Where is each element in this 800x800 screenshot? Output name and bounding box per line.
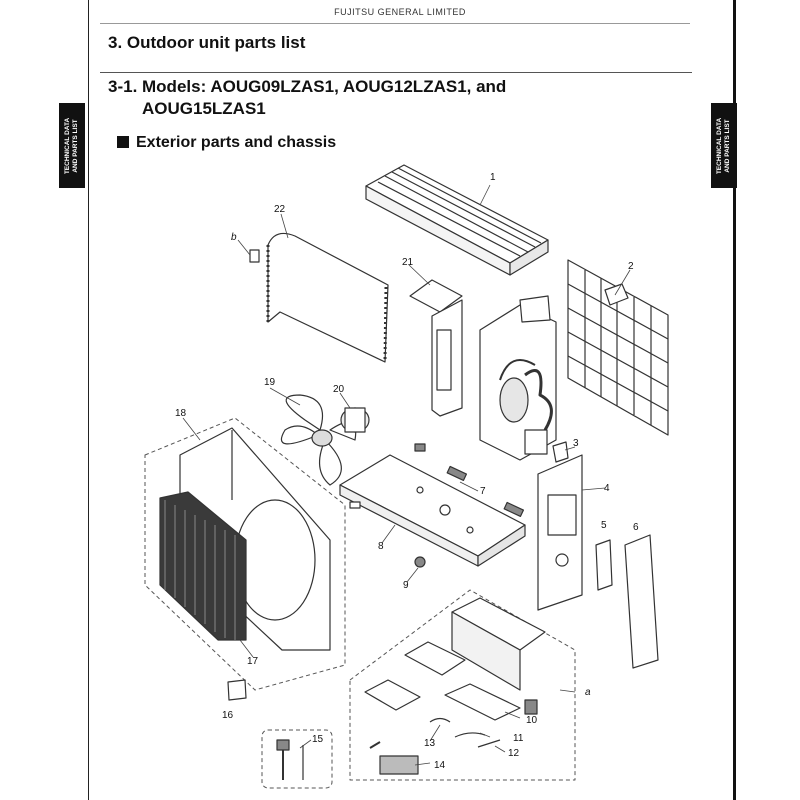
- part-3-bracket: [552, 441, 569, 463]
- company-header: FUJITSU GENERAL LIMITED: [334, 7, 466, 17]
- part-15-thermistor: [276, 739, 304, 780]
- part-compressor-assembly: [479, 295, 557, 461]
- callout-6: 6: [633, 522, 639, 533]
- callout-16: 16: [222, 710, 234, 721]
- group-boundaries: [144, 417, 576, 789]
- parts-subheading: Exterior parts and chassis: [117, 134, 336, 152]
- callout-8: 8: [378, 541, 384, 552]
- models-subtitle-line2: AOUG15LZAS1: [142, 99, 266, 118]
- part-front-grille: [159, 491, 247, 641]
- part-partition: [409, 279, 463, 417]
- callout-12: 12: [508, 748, 520, 759]
- side-tab-right: TECHNICAL DATA AND PARTS LIST: [711, 103, 737, 188]
- section-title: 3. Outdoor unit parts list: [108, 33, 306, 52]
- part-16-label: [227, 679, 247, 701]
- document-page: [89, 0, 734, 800]
- leader-lines: [182, 184, 631, 766]
- page-edge-right: [733, 0, 736, 800]
- callout-7: 7: [480, 486, 486, 497]
- models-subtitle-line1: 3-1. Models: AOUG09LZAS1, AOUG12LZAS1, a…: [108, 77, 507, 96]
- part-base-plate: [339, 454, 526, 567]
- callout-21: 21: [402, 257, 414, 268]
- part-9-drain: [414, 556, 426, 568]
- part-6-panel: [624, 534, 659, 669]
- callout-18: 18: [175, 408, 187, 419]
- part-side-panel: [537, 454, 583, 611]
- page-edge-left: [88, 0, 89, 800]
- callout-a: a: [585, 687, 591, 698]
- callout-9: 9: [403, 580, 409, 591]
- callout-17: 17: [247, 656, 259, 667]
- callout-14: 14: [434, 760, 446, 771]
- part-7-pads: [414, 443, 525, 518]
- callout-22: 22: [274, 204, 286, 215]
- side-tab-left: TECHNICAL DATA AND PARTS LIST: [59, 103, 85, 188]
- callout-13: 13: [424, 738, 436, 749]
- callout-2: 2: [628, 261, 634, 272]
- header-rule: [100, 23, 690, 24]
- callout-3: 3: [573, 438, 579, 449]
- part-fan-blade: [280, 394, 357, 486]
- callout-4: 4: [604, 483, 610, 494]
- parts-subheading-text: Exterior parts and chassis: [136, 134, 337, 151]
- part-top-panel: [365, 164, 549, 276]
- callout-11: 11: [513, 733, 524, 744]
- part-rear-guard: [567, 259, 669, 436]
- part-5-cover: [595, 539, 613, 591]
- callout-1: 1: [490, 172, 496, 183]
- callout-5: 5: [601, 520, 607, 531]
- section-title-rule: [100, 72, 692, 73]
- part-heat-exchanger: [249, 232, 389, 363]
- square-bullet-icon: [117, 136, 129, 148]
- callout-20: 20: [333, 384, 345, 395]
- callout-10: 10: [526, 715, 538, 726]
- callout-19: 19: [264, 377, 276, 388]
- callout-b: b: [231, 232, 237, 243]
- models-subtitle: 3-1. Models: AOUG09LZAS1, AOUG12LZAS1, a…: [108, 76, 628, 120]
- callout-15: 15: [312, 734, 324, 745]
- callout-labels: 1 2 3 4 5 6 7 8 9 10 11 12 13 14 15 16 1…: [175, 172, 639, 771]
- part-electrical-box: [364, 597, 546, 721]
- part-fan-motor: [340, 407, 370, 433]
